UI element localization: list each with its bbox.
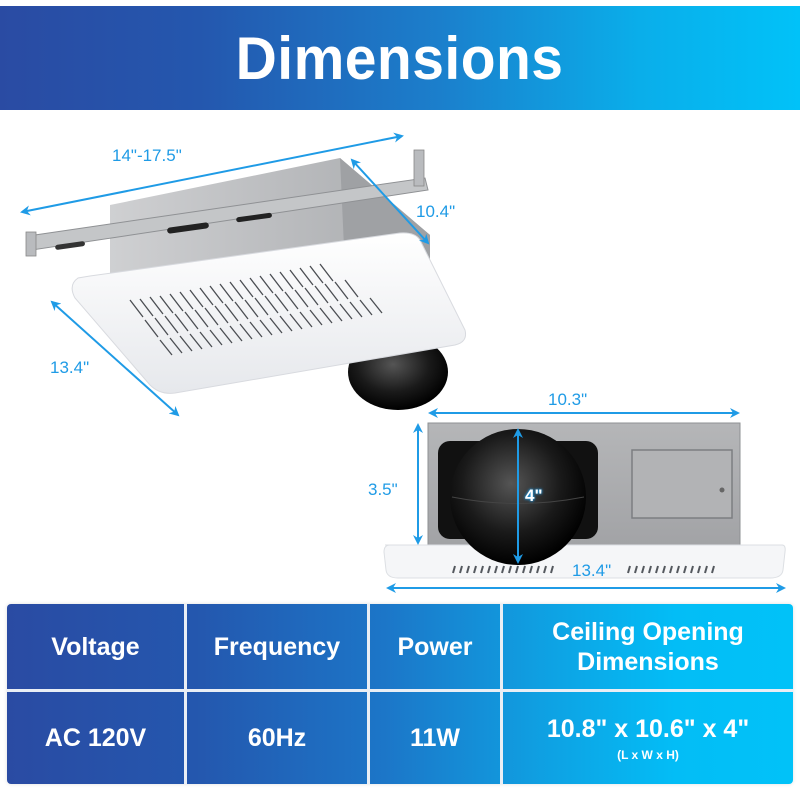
width-range-arrow [20, 132, 404, 216]
depth-label: 10.4" [416, 202, 456, 221]
product-illustration: 14"-17.5" 10.4" 13.4" 10.3" 3.5" 4" 13.4… [0, 112, 800, 602]
width-range-label: 14"-17.5" [112, 146, 182, 165]
header-cell-power: Power [370, 604, 503, 692]
grille-width-label: 13.4" [572, 561, 612, 580]
header-cell-voltage: Voltage [7, 604, 187, 692]
value-cell-frequency: 60Hz [187, 692, 370, 784]
side-grille-vents [452, 565, 715, 574]
housing-height-label: 3.5" [368, 480, 398, 499]
value-cell-ceiling-opening: 10.8" x 10.6" x 4" (L x W x H) [546, 714, 750, 762]
spec-table: Voltage Frequency Power Ceiling Opening … [7, 604, 793, 784]
grille-length-label: 13.4" [50, 358, 90, 377]
housing-width-label: 10.3" [548, 390, 588, 409]
side-view-fan [383, 408, 786, 593]
header-cell-frequency: Frequency [187, 604, 370, 692]
dimension-order-note: (L x W x H) [617, 747, 679, 762]
depth-arrow [350, 158, 430, 245]
header-banner: Dimensions [0, 6, 800, 110]
duct-diameter-label: 4" [525, 486, 543, 505]
fan-diagram [20, 132, 786, 593]
header-cell-ceiling-opening: Ceiling Opening Dimensions [503, 604, 793, 692]
value-cell-voltage: AC 120V [7, 692, 187, 784]
perspective-fan [20, 132, 466, 417]
grille-length-arrow [50, 300, 180, 417]
value-cell-power: 11W [370, 692, 503, 784]
page-title: Dimensions [236, 24, 564, 92]
